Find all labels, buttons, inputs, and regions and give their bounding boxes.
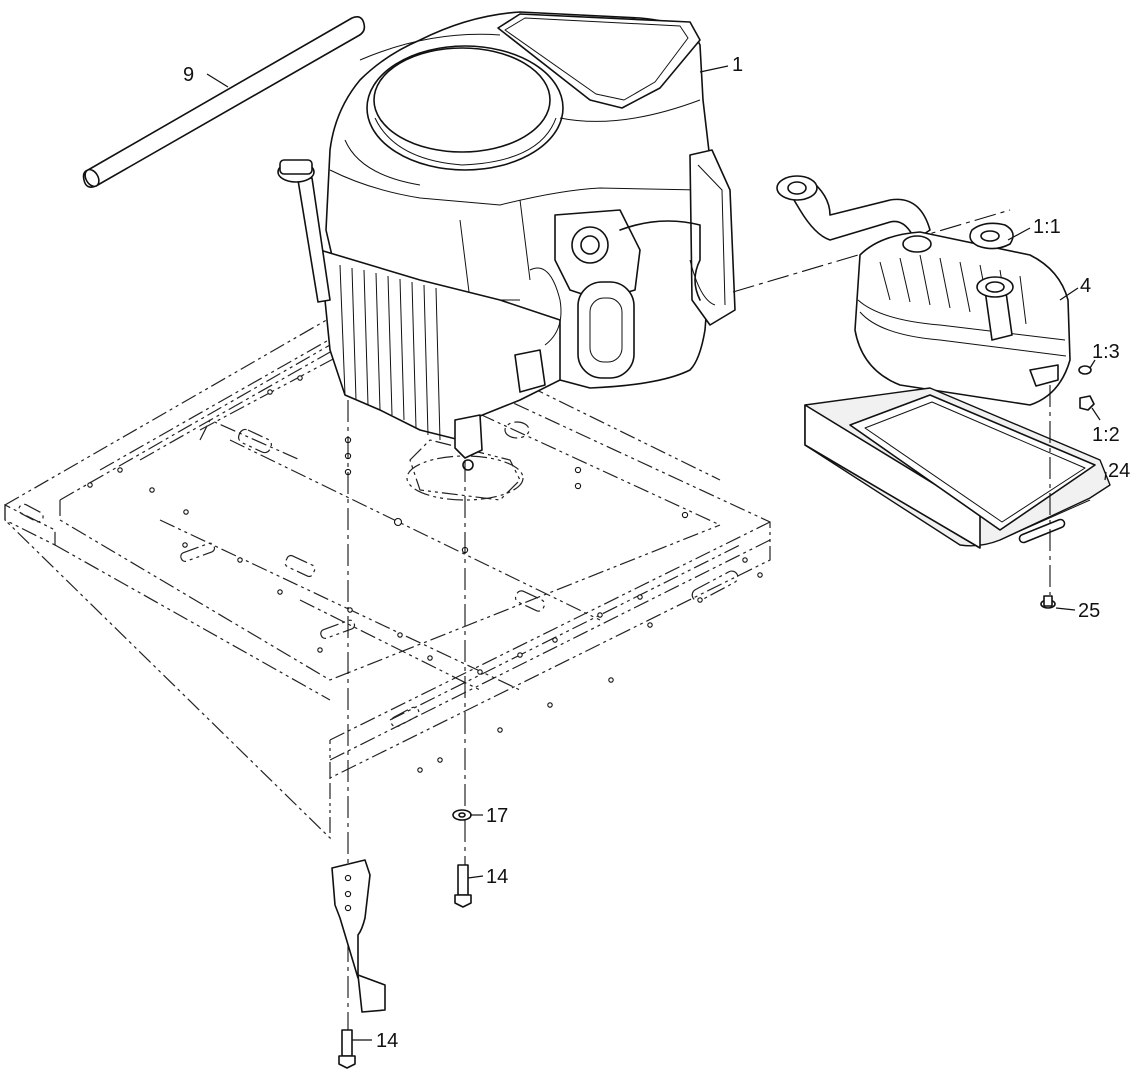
callout-14-lower: 14 [376,1030,398,1052]
engine-assembly [277,11,736,471]
cooling-fins [339,264,441,441]
frame-holes [87,375,763,773]
bolt-item-25 [1040,595,1056,609]
callout-labels: 9 1 1:1 4 1:3 1:2 24 25 17 14 14 [183,54,1130,1052]
leader-lines [206,65,1107,1041]
callout-9: 9 [183,64,194,86]
callout-25: 25 [1078,600,1100,622]
callout-24: 24 [1108,460,1130,482]
callout-1-2: 1:2 [1092,424,1120,446]
callout-17: 17 [486,805,508,827]
mount-bracket [331,859,386,1013]
heat-shield [804,385,1111,595]
fuel-line-hose [82,16,366,188]
washer-item-17 [452,809,472,821]
bolt-item-14-upper [454,864,472,908]
callout-14-upper: 14 [486,866,508,888]
callout-1: 1 [732,54,743,76]
bolt-item-14-lower [338,1029,356,1069]
callout-1-3: 1:3 [1092,341,1120,363]
callout-4: 4 [1080,275,1091,297]
muffler-assembly [776,175,1071,406]
muffler-fasteners [1078,365,1095,411]
callout-1-1: 1:1 [1033,216,1061,238]
